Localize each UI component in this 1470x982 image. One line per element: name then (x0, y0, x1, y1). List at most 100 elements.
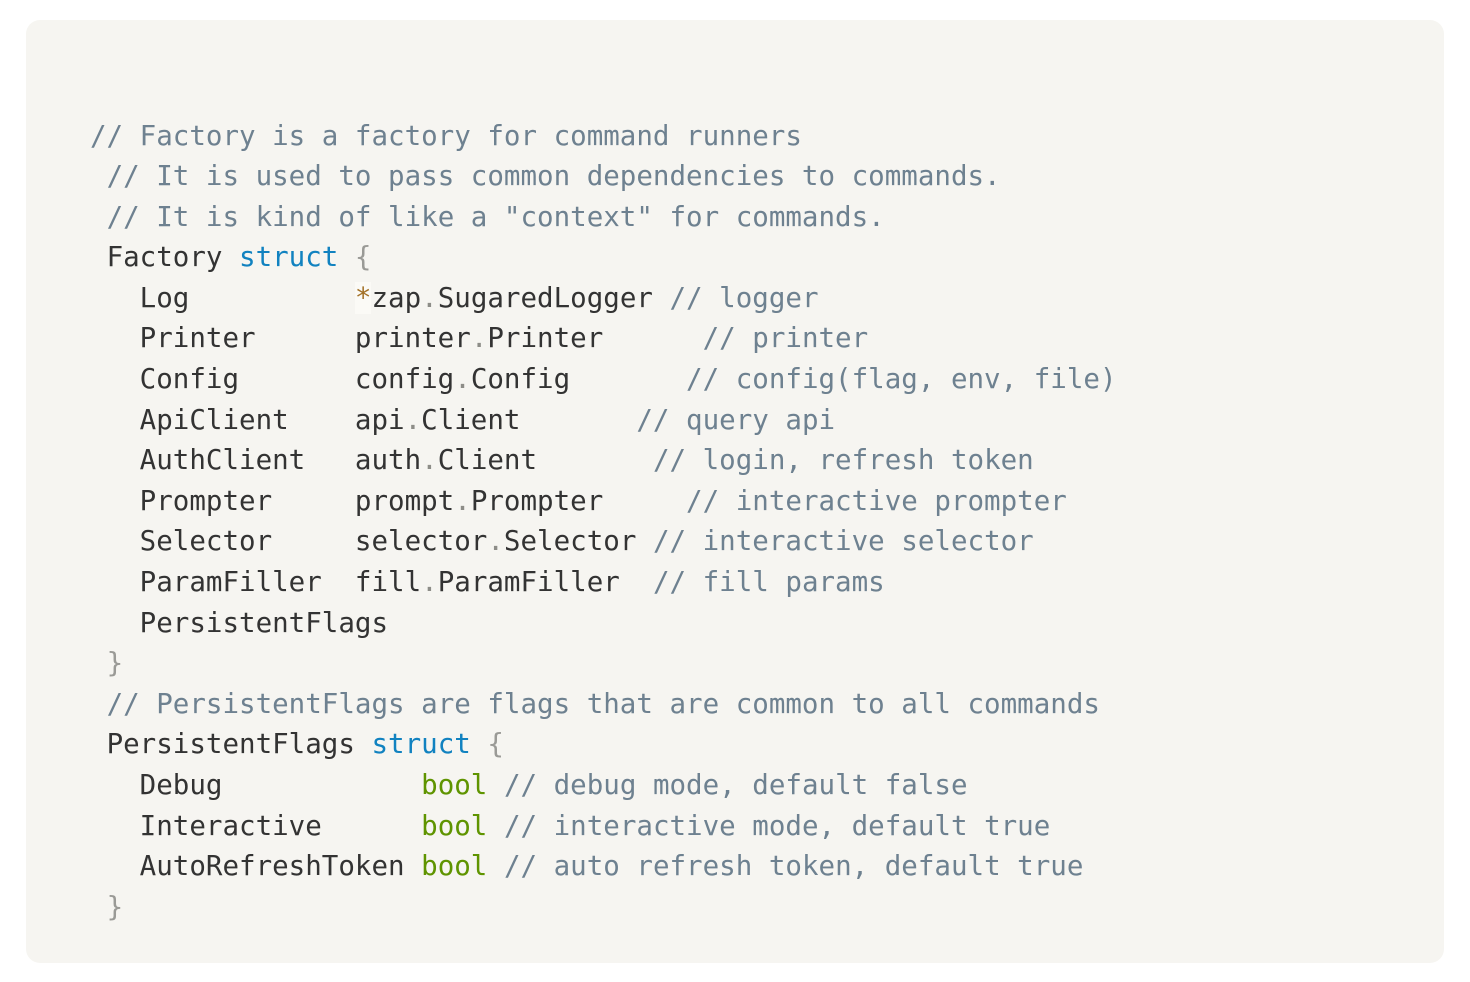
code-token-plain: Prompter prompt (139, 484, 455, 517)
code-token-comment: // auto refresh token, default true (503, 850, 1084, 883)
code-line: Log *zap.SugaredLogger // logger (90, 278, 1117, 319)
code-token-dot: . (421, 281, 438, 314)
code-line: Printer printer.Printer // printer (90, 318, 1117, 359)
code-token-dot: . (470, 322, 488, 355)
code-token-space (90, 201, 107, 233)
code-token-plain: PersistentFlags (106, 728, 372, 761)
code-token-type: bool (421, 809, 488, 842)
code-token-space (90, 241, 107, 273)
code-token-plain: Selector selector (139, 525, 488, 558)
code-token-space (90, 810, 140, 842)
code-token-punct: } (106, 647, 124, 680)
code-token-dot: . (421, 566, 438, 599)
code-token-comment: // It is used to pass common dependencie… (106, 160, 1001, 193)
code-token-comment: // fill params (652, 566, 885, 599)
code-token-plain: ParamFiller fill (139, 566, 422, 599)
code-token-plain: Config (470, 363, 687, 396)
code-token-plain: Prompter (470, 484, 687, 517)
code-token-comment: // login, refresh token (652, 444, 1034, 477)
code-line: // It is used to pass common dependencie… (90, 156, 1117, 197)
code-line: Factory struct { (90, 237, 1117, 278)
code-snippet-card: // Factory is a factory for command runn… (26, 20, 1444, 963)
code-token-space (90, 525, 140, 557)
code-token-plain: zap (371, 281, 422, 314)
code-token-comment: // interactive prompter (686, 484, 1067, 517)
code-token-space (90, 607, 140, 639)
code-line: // It is kind of like a "context" for co… (90, 197, 1117, 238)
code-token-comment: // Factory is a factory for command runn… (90, 119, 802, 152)
code-token-dot: . (487, 525, 504, 558)
code-token-punct: } (106, 890, 124, 923)
code-token-dot: . (454, 484, 471, 517)
code-token-comment: // PersistentFlags are flags that are co… (106, 687, 1100, 720)
code-token-plain: Client (421, 403, 637, 436)
code-token-space (90, 404, 140, 436)
code-block[interactable]: // Factory is a factory for command runn… (90, 116, 1117, 928)
code-token-space (90, 322, 140, 354)
code-token-type: bool (421, 850, 488, 883)
code-token-plain: PersistentFlags (139, 606, 389, 639)
code-token-plain: SugaredLogger (437, 281, 670, 314)
code-line: } (90, 887, 1117, 928)
code-token-plain: Printer printer (139, 322, 471, 355)
code-token-type: bool (421, 769, 488, 801)
code-token-space (90, 850, 140, 882)
code-token-plain: AutoRefreshToken (139, 850, 422, 883)
code-token-comment: // interactive mode, default true (503, 809, 1051, 842)
code-token-space (90, 769, 140, 801)
code-token-plain (487, 769, 504, 801)
code-line: // PersistentFlags are flags that are co… (90, 684, 1117, 725)
code-token-space (90, 688, 107, 720)
code-token-keyword: struct (371, 728, 471, 761)
code-token-space (90, 363, 140, 395)
code-token-plain (487, 850, 504, 882)
code-token-punct: { (354, 241, 372, 274)
code-token-plain: ParamFiller (437, 566, 653, 599)
code-token-plain (471, 728, 488, 760)
code-token-comment: // interactive selector (652, 525, 1034, 558)
code-token-plain: AuthClient auth (139, 444, 422, 477)
code-token-plain: Log (139, 281, 355, 314)
code-token-plain: Config config (139, 363, 455, 396)
code-token-plain: Debug (139, 769, 422, 801)
code-token-space (90, 444, 140, 476)
code-token-op: * (354, 281, 372, 314)
code-token-comment: // It is kind of like a "context" for co… (106, 200, 885, 233)
code-line: ApiClient api.Client // query api (90, 400, 1117, 441)
code-line: AutoRefreshToken bool // auto refresh to… (90, 846, 1117, 887)
code-token-space (90, 282, 140, 314)
code-token-comment: // query api (636, 403, 836, 436)
code-token-punct: { (487, 728, 504, 761)
code-line: } (90, 643, 1117, 684)
code-token-space (90, 566, 140, 598)
code-line: AuthClient auth.Client // login, refresh… (90, 440, 1117, 481)
code-token-dot: . (404, 403, 422, 436)
code-line: ParamFiller fill.ParamFiller // fill par… (90, 562, 1117, 603)
code-token-plain: Printer (487, 322, 703, 355)
code-line: // Factory is a factory for command runn… (90, 116, 1117, 157)
code-token-dot: . (454, 363, 471, 396)
code-token-space (90, 891, 107, 923)
code-token-plain: Selector (503, 525, 653, 558)
code-line: Config config.Config // config(flag, env… (90, 359, 1117, 400)
code-token-plain (338, 241, 355, 273)
code-token-dot: . (421, 444, 438, 477)
code-line: Debug bool // debug mode, default false (90, 765, 1117, 806)
code-token-plain: Factory (106, 241, 240, 274)
code-token-comment: // debug mode, default false (503, 769, 968, 801)
code-token-comment: // printer (702, 322, 869, 355)
code-token-space (90, 647, 107, 679)
code-token-plain: ApiClient api (139, 403, 405, 436)
code-token-plain: Interactive (139, 809, 422, 842)
code-line: Interactive bool // interactive mode, de… (90, 806, 1117, 847)
code-token-plain: Client (437, 444, 653, 477)
code-token-space (90, 728, 107, 760)
code-token-space (90, 485, 140, 517)
code-line: Selector selector.Selector // interactiv… (90, 521, 1117, 562)
code-token-space (90, 160, 107, 192)
code-line: PersistentFlags struct { (90, 724, 1117, 765)
code-line: PersistentFlags (90, 603, 1117, 644)
code-token-keyword: struct (239, 241, 339, 274)
code-line: Prompter prompt.Prompter // interactive … (90, 481, 1117, 522)
code-token-comment: // config(flag, env, file) (686, 363, 1117, 396)
